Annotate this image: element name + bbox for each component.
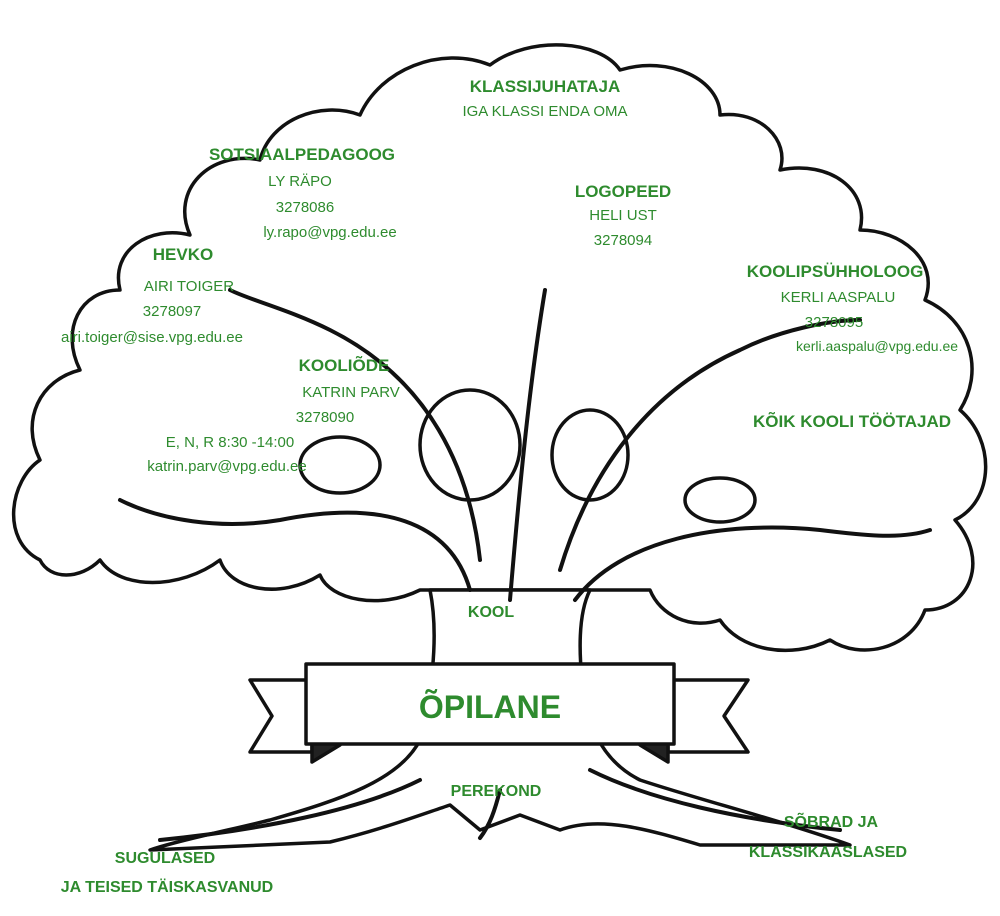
ribbon-tail-left [248,678,314,754]
logopeed-line-1: HELI UST [589,207,657,224]
sotsiaalpedagoog-line-3: ly.rapo@vpg.edu.ee [263,224,397,241]
root-right [588,768,842,832]
sotsiaalpedagoog-line-2: 3278086 [275,199,335,216]
kooliode-line-3: E, N, R 8:30 -14:00 [165,434,295,451]
sugulased-label-line-1: SUGULASED [114,850,216,867]
hevko-line-2: 3278097 [142,303,202,320]
sugulased-label-line-2: JA TEISED TÄISKASVANUD [60,879,274,896]
hevko-line-3: airi.toiger@sise.vpg.edu.ee [61,329,243,346]
logopeed-line-2: 3278094 [593,232,653,249]
sotsiaalpedagoog-line-1: LY RÄPO [268,173,332,190]
koolipsuhholoog-line-3: kerli.aaspalu@vpg.edu.ee [795,338,959,354]
ribbon-tail-right [666,678,750,754]
sobrad-label-line-2: KLASSIKAASLASED [748,844,908,861]
branch-left [118,498,472,592]
kooliode-line-4: katrin.parv@vpg.edu.ee [147,458,307,475]
hevko-title: HEVKO [152,245,214,264]
koik-kooli-tootajad-title: KÕIK KOOLI TÖÖTAJAD [752,412,951,431]
branch-left-upper [228,288,482,562]
branch-right-upper [558,318,862,572]
sotsiaalpedagoog-title: SOTSIAALPEDAGOOG [208,145,396,164]
perekond-label: PEREKOND [450,783,542,800]
koolipsuhholoog-title: KOOLIPSÜHHOLOOG [746,262,924,281]
root-center [478,788,502,840]
branch-center [508,288,547,602]
ribbon-main [304,662,676,746]
hevko-line-1: AIRI TOIGER [143,278,235,295]
logopeed-title: LOGOPEED [574,182,672,201]
kooliode-title: KOOLIÕDE [298,356,390,375]
sobrad-label-line-1: SÕBRAD JA [783,814,879,831]
klassijuhataja-line-1: IGA KLASSI ENDA OMA [462,103,628,120]
branch-right [573,525,932,602]
kooliode-line-2: 3278090 [295,409,355,426]
opilane-banner-label: ÕPILANE [418,688,562,725]
kool-label: KOOL [467,604,515,621]
koolipsuhholoog-line-1: KERLI AASPALU [780,289,896,306]
koolipsuhholoog-line-2: 3278095 [804,314,864,331]
root-left [158,778,422,842]
kooliode-line-1: KATRIN PARV [302,384,400,401]
klassijuhataja-title: KLASSIJUHATAJA [469,77,621,96]
